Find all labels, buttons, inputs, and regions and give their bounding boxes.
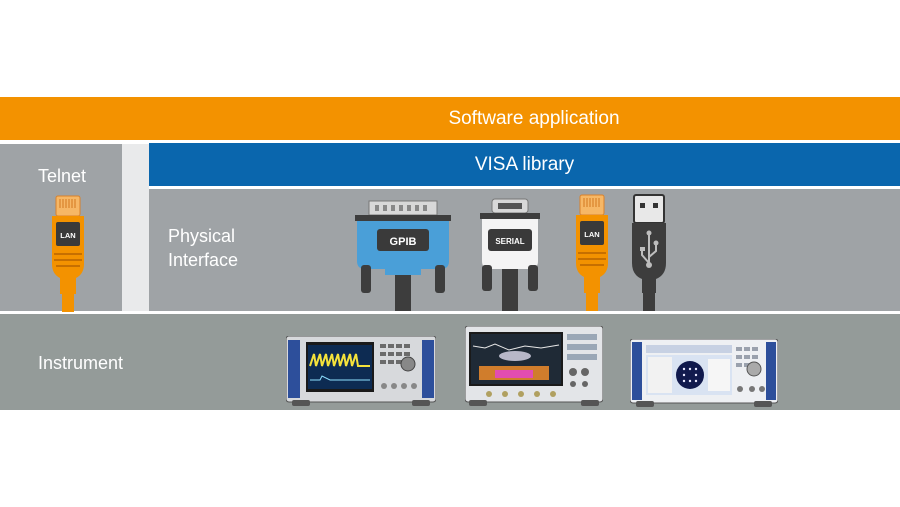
- telnet-lan-connector-icon: LAN: [52, 195, 84, 312]
- signal-generator-instrument-icon: [630, 339, 778, 407]
- instrument-label: Instrument: [38, 353, 124, 373]
- telnet-lan-text: LAN: [60, 231, 75, 240]
- visa-library-layer: VISA library: [149, 143, 900, 186]
- lan-text: LAN: [584, 230, 599, 239]
- telnet-label: Telnet: [38, 166, 87, 186]
- visa-library-label: VISA library: [474, 153, 575, 175]
- spectrum-analyzer-instrument-icon: [286, 336, 436, 406]
- panel-divider: [122, 144, 149, 311]
- physical-interface-label: Physical Interface: [168, 226, 239, 270]
- oscilloscope-instrument-icon: [465, 326, 603, 406]
- lan-connector-icon: LAN: [576, 194, 608, 311]
- gpib-text: GPIB: [390, 236, 417, 248]
- software-application-label: Software application: [448, 107, 620, 129]
- usb-connector-icon: [632, 194, 666, 311]
- serial-text: SERIAL: [495, 237, 524, 246]
- gpib-connector-icon: GPIB: [355, 200, 451, 311]
- software-application-layer: Software application: [0, 97, 900, 140]
- serial-connector-icon: SERIAL: [480, 198, 540, 311]
